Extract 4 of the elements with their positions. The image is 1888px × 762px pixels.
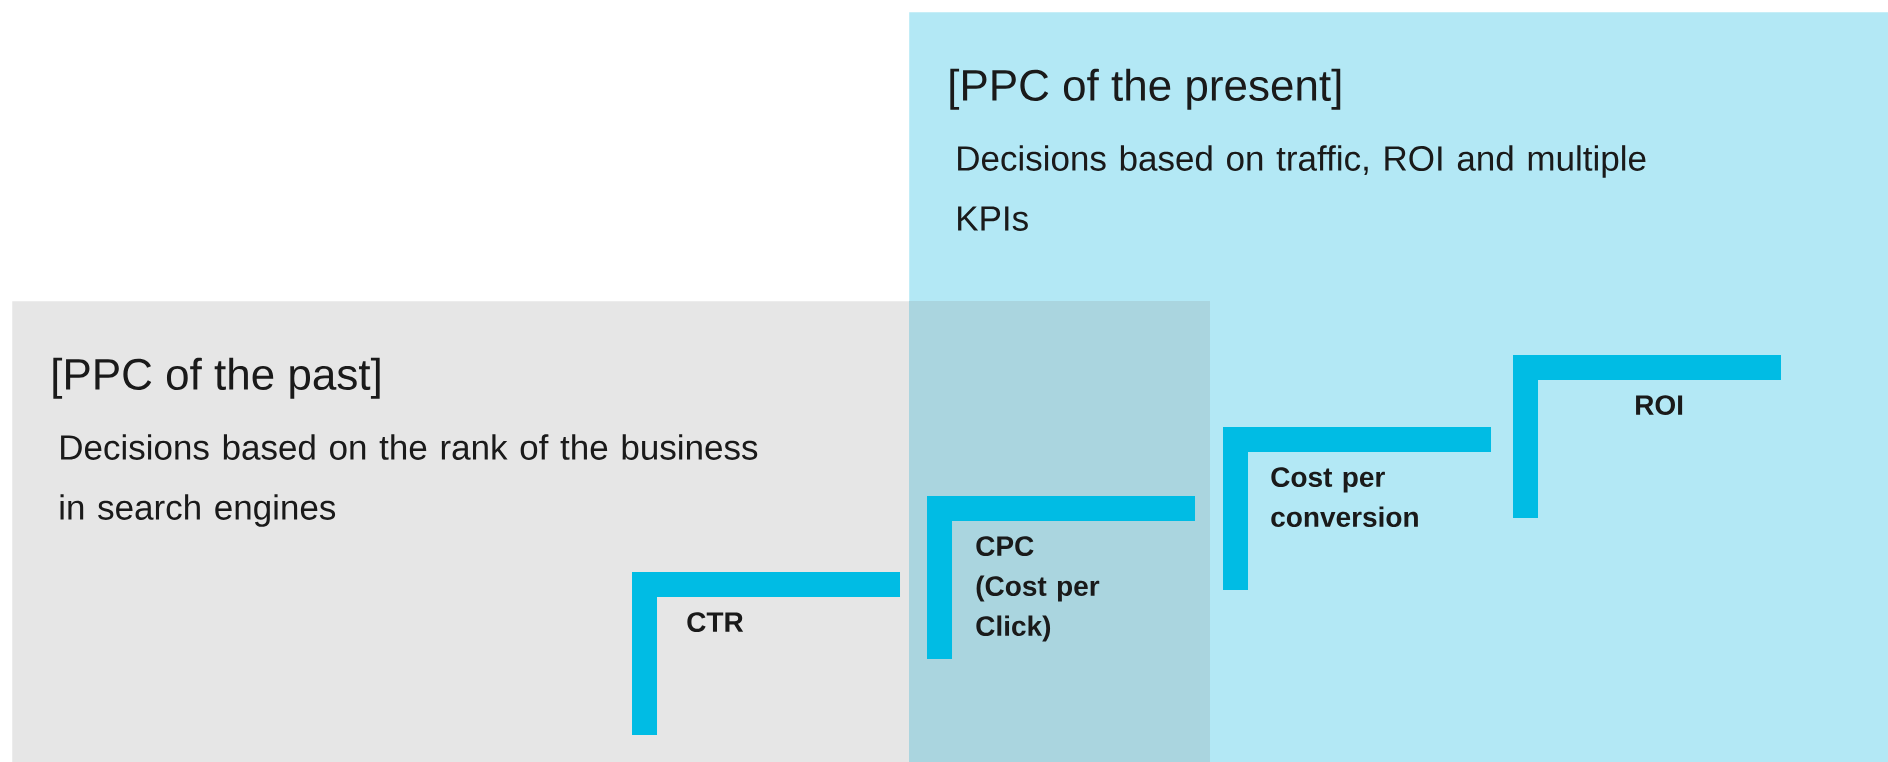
step: CPC (Cost per Click) [927, 496, 1195, 659]
step: ROI [1513, 355, 1781, 518]
step: Cost per conversion [1223, 427, 1491, 590]
step: CTR [632, 572, 900, 735]
